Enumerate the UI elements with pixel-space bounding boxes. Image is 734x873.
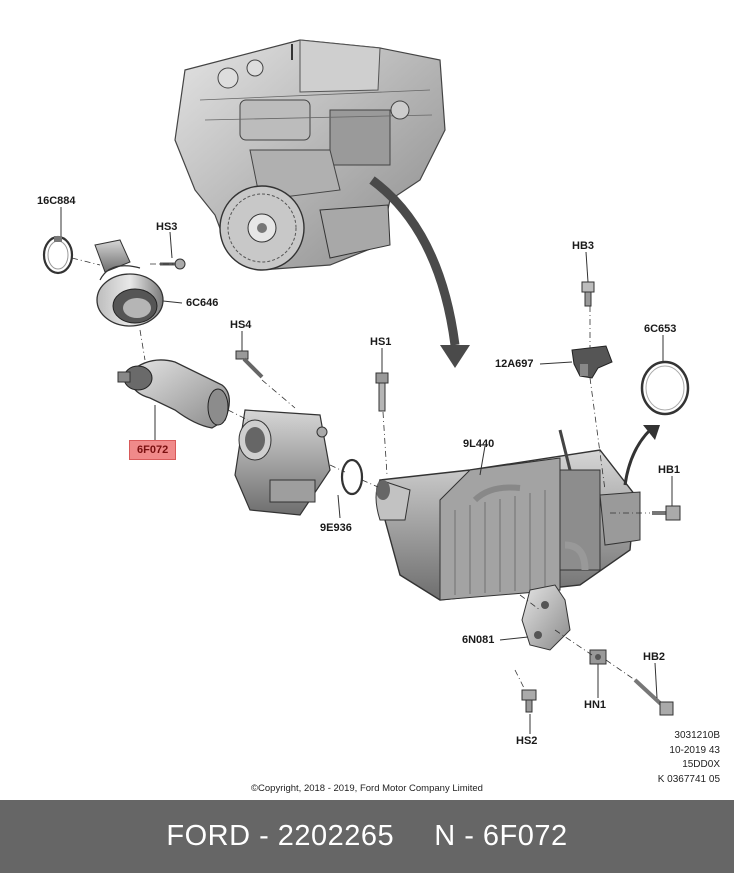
stamp-line: 3031210B	[674, 730, 720, 741]
callout-hb2[interactable]: HB2	[643, 651, 666, 663]
bolt-hs4	[235, 350, 264, 379]
bolt-hs1	[375, 372, 389, 412]
copyright-notice: ©Copyright, 2018 - 2019, Ford Motor Comp…	[251, 783, 483, 794]
footer-reference: N - 6F072	[434, 820, 568, 852]
callout-16c884[interactable]: 16C884	[37, 195, 76, 207]
callout-hb1[interactable]: HB1	[658, 464, 681, 476]
throttle-body	[234, 409, 331, 516]
bolt-hs2	[521, 689, 537, 713]
gasket-6c653	[640, 360, 690, 416]
callout-hs2[interactable]: HS2	[516, 735, 538, 747]
leader-lines	[60, 207, 673, 734]
revision-stamp: 3031210B 10-2019 43 15DD0X K 0367741 05	[658, 729, 720, 787]
turbo-outlet-6c646	[94, 239, 186, 327]
footer-bar: FORD - 2202265 N - 6F072	[0, 800, 734, 873]
intercooler-9l440	[375, 429, 641, 601]
callout-hb3[interactable]: HB3	[572, 240, 595, 252]
callout-6n081[interactable]: 6N081	[462, 634, 495, 646]
gasket-arrow	[623, 428, 652, 486]
callout-9e936[interactable]: 9E936	[320, 522, 352, 534]
callout-9l440[interactable]: 9L440	[463, 438, 495, 450]
exploded-view-illustration	[42, 39, 690, 734]
stamp-line: 15DD0X	[682, 759, 720, 770]
stamp-line: 10-2019 43	[669, 744, 720, 756]
gasket-arrowhead	[643, 425, 660, 440]
callout-12a697[interactable]: 12A697	[495, 358, 534, 370]
nut-hn1	[589, 649, 607, 665]
bolt-hb2	[633, 678, 674, 716]
callout-hn1[interactable]: HN1	[584, 699, 607, 711]
callout-6c653[interactable]: 6C653	[644, 323, 677, 335]
assembly-lines	[71, 257, 650, 691]
bolt-hb3	[581, 281, 595, 307]
bolt-hb1	[652, 505, 681, 521]
clamp-16c884	[42, 235, 74, 275]
bracket-6n081	[521, 584, 571, 651]
engine-assembly	[174, 39, 446, 271]
assembly-arrow	[369, 176, 470, 368]
footer-brand-part-number: FORD - 2202265	[166, 820, 395, 852]
sensor-12a697	[571, 345, 613, 379]
callout-hs3[interactable]: HS3	[156, 221, 178, 233]
clamp-9e936	[340, 458, 364, 496]
stamp-line: K 0367741 05	[657, 773, 720, 785]
callout-hs1[interactable]: HS1	[370, 336, 392, 348]
callout-6f072-highlighted[interactable]: 6F072	[129, 440, 177, 460]
intake-pipe-6f072	[117, 359, 230, 429]
callout-hs4[interactable]: HS4	[230, 319, 252, 331]
callout-6c646[interactable]: 6C646	[186, 297, 219, 309]
